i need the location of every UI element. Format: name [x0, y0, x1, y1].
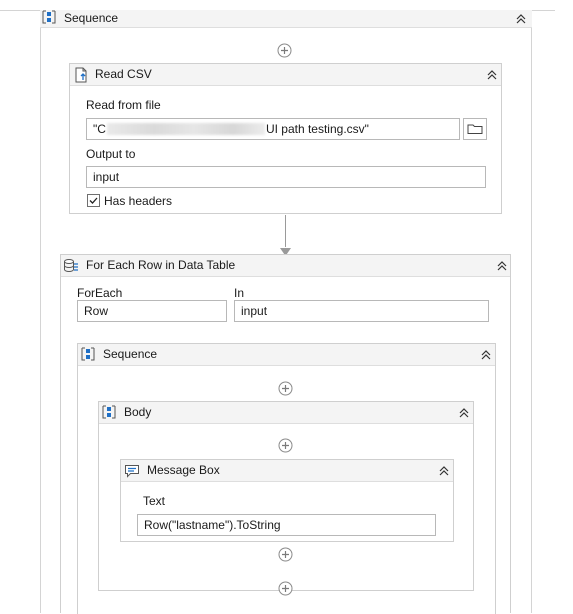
- for-each-row-activity[interactable]: For Each Row in Data Table ForEach Row I…: [60, 254, 511, 614]
- sequence-icon: [42, 10, 56, 27]
- foreach-variable-input[interactable]: Row: [77, 300, 227, 322]
- double-chevron-up-icon[interactable]: [514, 12, 528, 26]
- add-activity-icon[interactable]: [278, 381, 293, 396]
- redacted-path: [106, 123, 265, 135]
- message-box-icon: [124, 463, 140, 482]
- add-activity-icon[interactable]: [277, 43, 292, 58]
- double-chevron-up-icon[interactable]: [457, 406, 471, 420]
- message-text-input[interactable]: Row("lastname").ToString: [137, 514, 436, 536]
- read-csv-activity[interactable]: Read CSV Read from file "C UI path testin…: [69, 63, 502, 214]
- output-to-input[interactable]: input: [86, 166, 486, 188]
- has-headers-checkbox[interactable]: [87, 194, 100, 207]
- folder-icon[interactable]: [463, 118, 487, 140]
- read-csv-icon: [74, 67, 90, 86]
- in-label: In: [234, 286, 245, 300]
- body-activity[interactable]: Body Message Box Tex: [98, 401, 474, 591]
- outer-sequence-left-border: [40, 10, 41, 613]
- read-csv-header[interactable]: Read CSV: [70, 64, 501, 86]
- double-chevron-up-icon[interactable]: [437, 464, 451, 478]
- text-label: Text: [143, 494, 166, 508]
- message-box-activity[interactable]: Message Box Text Row("lastname").ToStrin…: [120, 459, 454, 542]
- add-activity-icon[interactable]: [278, 581, 293, 596]
- add-activity-icon[interactable]: [278, 547, 293, 562]
- message-box-header[interactable]: Message Box: [121, 460, 453, 482]
- double-chevron-up-icon[interactable]: [479, 348, 493, 362]
- for-each-row-title: For Each Row in Data Table: [86, 258, 236, 272]
- for-each-row-header[interactable]: For Each Row in Data Table: [61, 255, 510, 277]
- arrow-down-icon: [280, 245, 291, 259]
- inner-sequence-title: Sequence: [103, 347, 158, 361]
- data-table-icon: [63, 258, 79, 277]
- sequence-icon: [102, 405, 116, 422]
- double-chevron-up-icon[interactable]: [485, 68, 499, 82]
- inner-sequence-activity[interactable]: Sequence Body: [77, 343, 496, 614]
- body-title: Body: [124, 405, 152, 419]
- file-path-suffix: UI path testing.csv": [265, 122, 369, 136]
- foreach-label: ForEach: [77, 286, 123, 300]
- output-to-label: Output to: [86, 147, 136, 161]
- read-from-file-input[interactable]: "C UI path testing.csv": [86, 118, 460, 140]
- file-path-prefix: "C: [93, 122, 106, 136]
- read-csv-title: Read CSV: [95, 67, 152, 81]
- read-from-file-label: Read from file: [86, 98, 161, 112]
- sequence-icon: [81, 347, 95, 364]
- double-chevron-up-icon[interactable]: [495, 259, 509, 273]
- has-headers-label: Has headers: [104, 194, 173, 208]
- flow-connector-line: [285, 215, 286, 247]
- outer-sequence-title: Sequence: [64, 11, 119, 25]
- outer-sequence-header[interactable]: Sequence: [40, 10, 532, 28]
- inner-sequence-header[interactable]: Sequence: [78, 344, 495, 366]
- body-header[interactable]: Body: [99, 402, 473, 424]
- message-box-title: Message Box: [147, 463, 220, 477]
- in-datatable-input[interactable]: input: [234, 300, 489, 322]
- outer-sequence-right-border: [531, 10, 532, 613]
- add-activity-icon[interactable]: [278, 438, 293, 453]
